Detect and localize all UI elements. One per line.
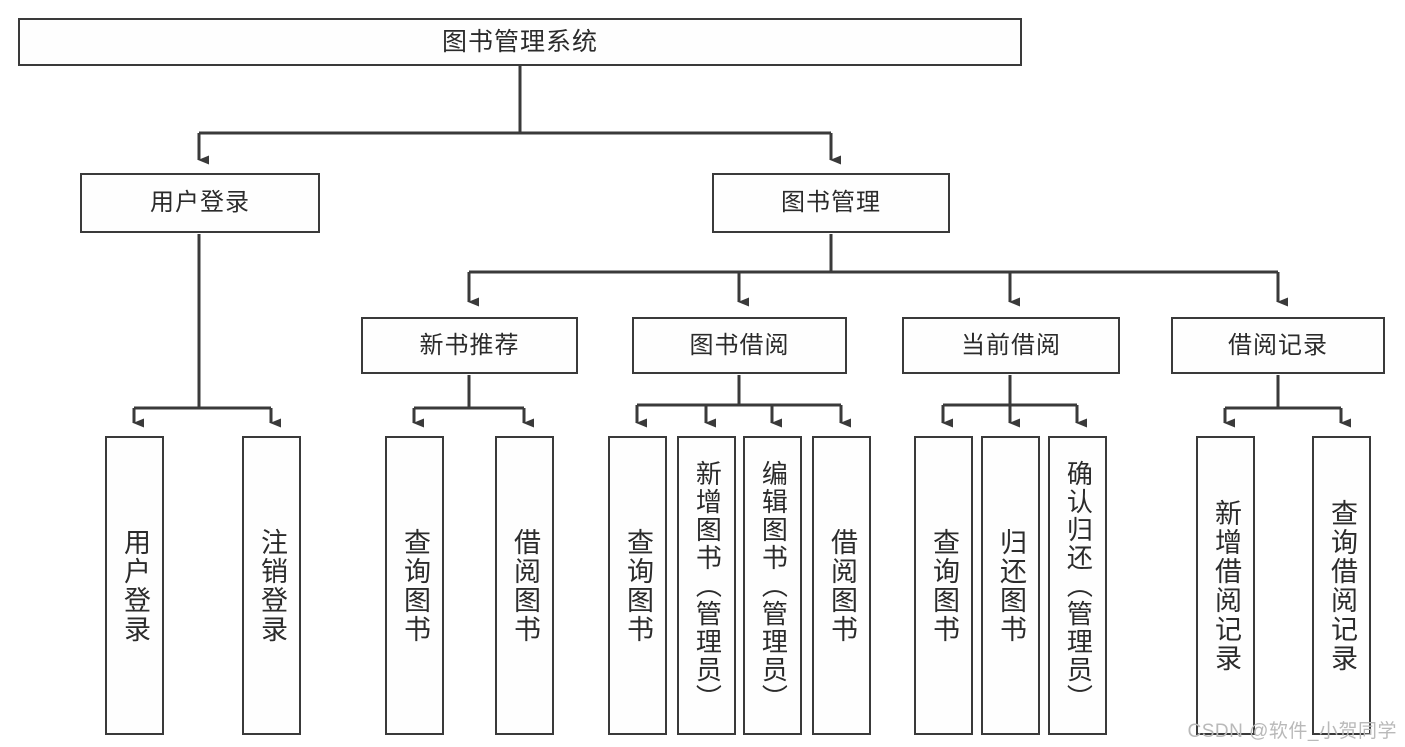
node-label: 图书管理 <box>781 189 881 216</box>
node-label: 注销登录 <box>256 527 287 644</box>
node-root[interactable]: 图书管理系统 <box>18 18 1022 66</box>
node-label: 归还图书 <box>995 527 1026 644</box>
leaf-query-borrow-record[interactable]: 查询借阅记录 <box>1312 436 1371 735</box>
node-label: 借阅图书 <box>509 527 540 644</box>
node-borrow-record[interactable]: 借阅记录 <box>1171 317 1385 374</box>
node-label: 图书管理系统 <box>441 27 598 56</box>
node-label: 编辑图书（管理员） <box>758 459 789 712</box>
node-label: 查询图书 <box>928 527 959 644</box>
node-label: 借阅图书 <box>826 527 857 644</box>
node-book-borrow[interactable]: 图书借阅 <box>632 317 847 374</box>
leaf-user-login[interactable]: 用户登录 <box>105 436 164 735</box>
leaf-edit-book-admin[interactable]: 编辑图书（管理员） <box>743 436 802 735</box>
leaf-borrow-book-recommend[interactable]: 借阅图书 <box>495 436 554 735</box>
leaf-borrow-book[interactable]: 借阅图书 <box>812 436 871 735</box>
leaf-query-book-borrow[interactable]: 查询图书 <box>608 436 667 735</box>
node-label: 新增借阅记录 <box>1210 498 1241 673</box>
leaf-logout[interactable]: 注销登录 <box>242 436 301 735</box>
leaf-add-book-admin[interactable]: 新增图书（管理员） <box>677 436 736 735</box>
node-label: 用户登录 <box>119 527 150 644</box>
node-label: 图书借阅 <box>689 331 790 359</box>
node-label: 用户登录 <box>150 189 250 216</box>
leaf-query-book-current[interactable]: 查询图书 <box>914 436 973 735</box>
node-user-login[interactable]: 用户登录 <box>80 173 320 233</box>
node-label: 新增图书（管理员） <box>692 459 723 712</box>
node-label: 借阅记录 <box>1228 331 1328 359</box>
node-label: 查询图书 <box>622 527 653 644</box>
node-current-borrow[interactable]: 当前借阅 <box>902 317 1120 374</box>
leaf-query-book-recommend[interactable]: 查询图书 <box>385 436 444 735</box>
node-label: 查询图书 <box>399 527 430 644</box>
node-label: 当前借阅 <box>961 331 1061 359</box>
node-label: 确认归还（管理员） <box>1063 459 1094 712</box>
node-label: 新书推荐 <box>419 331 520 359</box>
node-new-book-recommend[interactable]: 新书推荐 <box>361 317 578 374</box>
leaf-confirm-return-admin[interactable]: 确认归还（管理员） <box>1048 436 1107 735</box>
leaf-add-borrow-record[interactable]: 新增借阅记录 <box>1196 436 1255 735</box>
node-label: 查询借阅记录 <box>1326 498 1357 673</box>
node-book-management[interactable]: 图书管理 <box>712 173 950 233</box>
leaf-return-book[interactable]: 归还图书 <box>981 436 1040 735</box>
